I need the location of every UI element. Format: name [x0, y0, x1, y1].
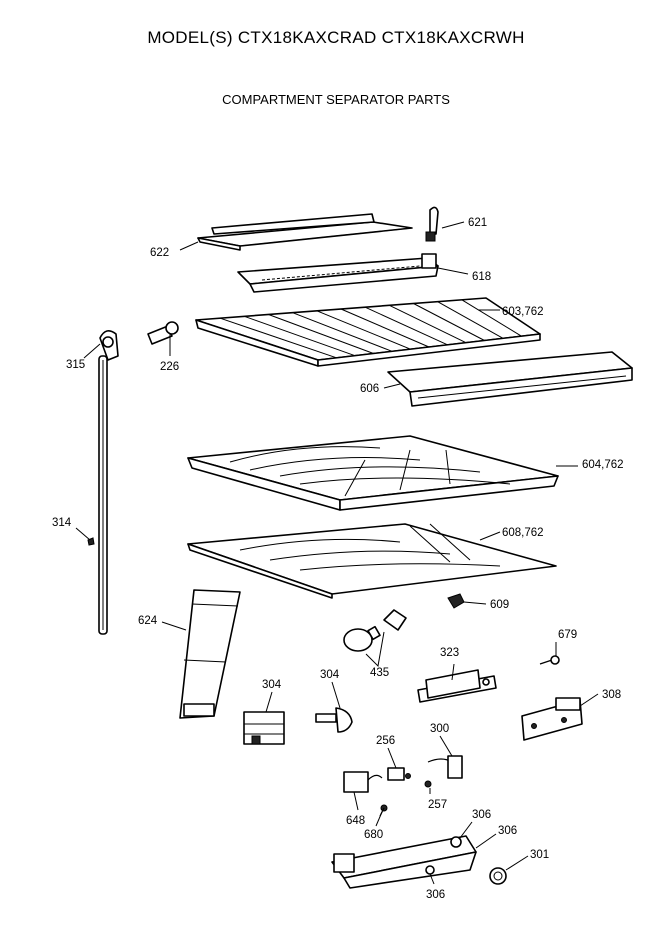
callout-622: 622 [150, 247, 169, 259]
part-624-panel [179, 589, 241, 719]
callout-618: 618 [472, 271, 491, 283]
part-609-clip [447, 593, 465, 609]
leader-lines [75, 221, 599, 885]
callout-609: 609 [490, 599, 509, 611]
callout-300: 300 [430, 723, 449, 735]
part-308-plate [521, 697, 583, 741]
grille-bar [437, 301, 504, 339]
callout-304-relay: 304 [262, 679, 282, 691]
callout-323: 323 [440, 647, 459, 659]
part-679-screw [539, 655, 560, 665]
grille-bar [413, 303, 485, 341]
part-256-connector [387, 767, 411, 781]
part-306-base-bracket [331, 835, 477, 889]
callout-315: 315 [66, 359, 85, 371]
callout-679: 679 [558, 629, 577, 641]
callout-648: 648 [346, 815, 365, 827]
section-title: COMPARTMENT SEPARATOR PARTS [222, 92, 450, 107]
callout-256: 256 [376, 735, 395, 747]
part-257-screw [424, 780, 432, 788]
callout-226: 226 [160, 361, 179, 373]
callout-624: 624 [138, 615, 158, 627]
callout-621: 621 [468, 217, 487, 229]
part-603-shelf-grille [195, 297, 541, 367]
callout-606: 606 [360, 383, 379, 395]
part-618-bracket [237, 253, 439, 293]
part-301-grommet [489, 867, 507, 885]
grille-bar [316, 310, 411, 350]
part-622-cover-plate [197, 213, 413, 251]
part-300-switch [427, 755, 463, 779]
callout-304-knob: 304 [320, 669, 340, 681]
model-heading: MODEL(S) CTX18KAXCRAD CTX18KAXCRWH [147, 28, 525, 47]
callout-labels: 621 622 618 315 226 603,762 606 604,762 … [52, 217, 624, 901]
callout-680: 680 [364, 829, 383, 841]
part-606-front-rail [387, 351, 633, 407]
callout-257: 257 [428, 799, 447, 811]
part-648-motor [343, 771, 383, 793]
grille-bar [389, 304, 467, 344]
grille-bar [220, 317, 337, 359]
part-323-bracket [417, 669, 497, 703]
part-435-lamp [343, 609, 407, 652]
callout-604-762: 604,762 [582, 459, 624, 471]
callout-608-762: 608,762 [502, 527, 544, 539]
part-315-cam-and-314-rod [87, 330, 119, 635]
part-226-pin [147, 321, 179, 345]
callout-308: 308 [602, 689, 621, 701]
grille-bar [268, 314, 374, 354]
callout-301: 301 [530, 849, 549, 861]
part-304-knob [315, 707, 353, 733]
grille-bar [292, 312, 393, 352]
callout-435: 435 [370, 667, 389, 679]
grille-bar [244, 315, 356, 357]
part-304-relay [243, 711, 285, 745]
callout-306-right: 306 [498, 825, 517, 837]
part-621-clip [425, 206, 439, 242]
callout-306-bottom: 306 [426, 889, 445, 901]
grille-bar [340, 308, 430, 348]
part-608-separator-bottom [187, 523, 557, 599]
callout-603-762: 603,762 [502, 306, 544, 318]
grille-bar [461, 299, 522, 337]
callout-306-top: 306 [472, 809, 491, 821]
part-604-separator-top [187, 435, 559, 511]
callout-314: 314 [52, 517, 72, 529]
grille-bar [364, 306, 448, 346]
